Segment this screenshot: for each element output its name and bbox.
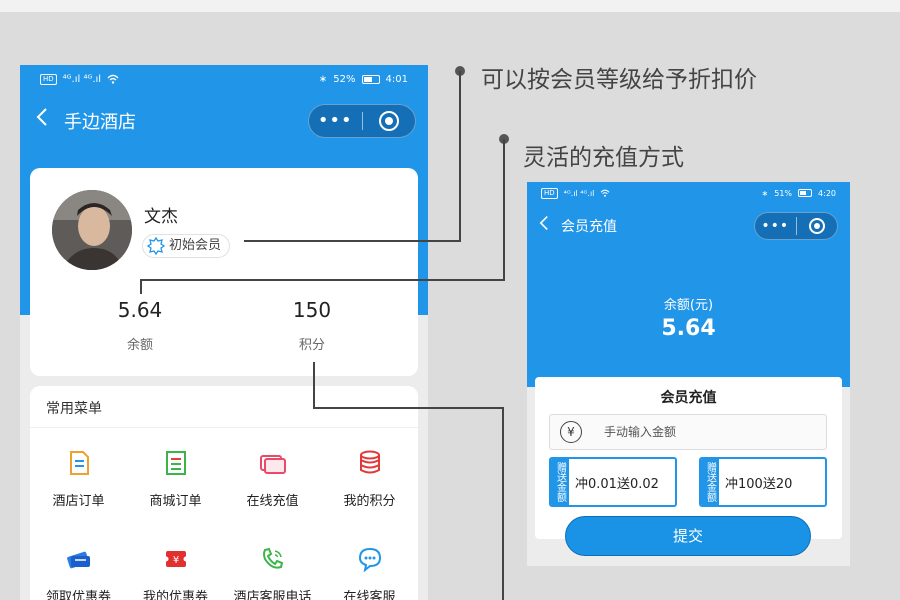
chevron-left-icon[interactable] xyxy=(20,101,64,141)
phone-icon xyxy=(262,547,283,569)
callout-line-3-horizontal xyxy=(313,407,504,409)
mini-program-capsule: ••• xyxy=(308,104,416,138)
wifi-icon xyxy=(107,74,119,84)
menu-divider xyxy=(30,427,418,428)
member-center-screen: HD ⁴ᴳ.ıl ⁴ᴳ.ıl ∗ 52% 4:01 手边酒店 ••• xyxy=(20,65,428,600)
page-title: 手边酒店 xyxy=(64,112,136,133)
callout-line-3-drop xyxy=(502,407,504,600)
plan-label: 冲0.01送0.02 xyxy=(575,476,659,492)
status-time: 4:01 xyxy=(385,73,408,85)
chat-icon xyxy=(358,547,381,572)
more-icon[interactable]: ••• xyxy=(761,218,790,234)
hd-icon: HD xyxy=(541,187,558,199)
recharge-card-icon xyxy=(259,455,286,474)
more-icon[interactable]: ••• xyxy=(317,110,353,131)
menu-item-get-coupon[interactable]: 领取优惠券 xyxy=(30,546,127,600)
hd-icon: HD xyxy=(40,73,57,85)
recharge-title: 会员充值 xyxy=(660,390,717,406)
member-level-label: 初始会员 xyxy=(169,238,222,253)
mall-order-icon xyxy=(165,451,186,475)
target-icon xyxy=(378,111,399,131)
amount-input[interactable] xyxy=(604,425,804,439)
status-time: 4:20 xyxy=(818,188,836,198)
wifi-icon xyxy=(601,189,610,197)
callout-line-2-horizontal xyxy=(140,279,505,281)
balance-value: 5.64 xyxy=(661,316,716,341)
capsule-divider xyxy=(795,217,797,235)
nav-bar: 会员充值 ••• xyxy=(527,208,850,244)
recharge-plan-option[interactable]: 赠送金额 冲0.01送0.02 xyxy=(549,457,677,507)
amount-field: ¥ xyxy=(549,414,827,450)
menu-item-hotel-phone[interactable]: 酒店客服电话 xyxy=(224,546,321,600)
callout-line-1-vertical xyxy=(459,71,461,242)
member-level-badge: 初始会员 xyxy=(142,234,231,258)
recharge-card: 会员充值 ¥ 赠送金额 冲0.01送0.02 赠送金额 冲100送20 xyxy=(535,377,842,539)
member-badge-icon xyxy=(147,237,165,255)
battery-percent: 51% xyxy=(774,188,793,198)
callout-flexible-recharge: 灵活的充值方式 xyxy=(523,145,684,171)
profile-card: 文杰 初始会员 5.64 余额 150 积分 xyxy=(30,168,418,376)
member-recharge-screen: HD ⁴ᴳ.ıl ⁴ᴳ.ıl ∗ 51% 4:20 会员充值 ••• 余额(元)… xyxy=(527,182,850,566)
bonus-tag: 赠送金额 xyxy=(551,459,569,505)
my-coupon-icon: ¥ xyxy=(163,551,188,567)
recharge-plan-option[interactable]: 赠送金额 冲100送20 xyxy=(699,457,827,507)
points-icon xyxy=(359,450,380,474)
mini-program-capsule: ••• xyxy=(754,212,838,240)
callout-member-discount: 可以按会员等级给予折扣价 xyxy=(481,67,757,93)
status-left: HD ⁴ᴳ.ıl ⁴ᴳ.ıl xyxy=(40,73,119,85)
battery-icon xyxy=(798,189,813,197)
capsule-divider xyxy=(361,112,363,130)
menu-item-my-coupon[interactable]: ¥ 我的优惠券 xyxy=(127,546,224,600)
signal-icon: ⁴ᴳ.ıl ⁴ᴳ.ıl xyxy=(62,73,102,85)
submit-button[interactable]: 提交 xyxy=(565,516,811,556)
chevron-left-icon[interactable] xyxy=(527,208,561,244)
plan-label: 冲100送20 xyxy=(725,476,793,492)
get-coupon-icon xyxy=(66,551,90,569)
avatar[interactable] xyxy=(52,190,132,270)
top-strip xyxy=(0,0,900,12)
balance-label: 余额 xyxy=(126,338,153,353)
yen-icon: ¥ xyxy=(560,421,582,443)
menu-item-mall-order[interactable]: 商城订单 xyxy=(127,450,224,509)
status-bar: HD ⁴ᴳ.ıl ⁴ᴳ.ıl ∗ 52% 4:01 xyxy=(20,65,428,93)
svg-text:¥: ¥ xyxy=(172,555,178,566)
callout-line-2-drop xyxy=(140,279,142,294)
menu-item-online-service[interactable]: 在线客服 xyxy=(321,546,418,600)
battery-icon xyxy=(361,74,380,84)
close-mini-program-button[interactable] xyxy=(797,218,838,234)
callout-line-2-vertical xyxy=(503,139,505,281)
points-label: 积分 xyxy=(298,338,325,353)
callout-line-3-vertical xyxy=(313,362,315,409)
menu-item-hotel-order[interactable]: 酒店订单 xyxy=(30,450,127,509)
status-right: ∗ 52% 4:01 xyxy=(319,74,408,85)
bonus-tag: 赠送金额 xyxy=(701,459,719,505)
balance-label: 余额(元) xyxy=(663,298,714,313)
balance-value: 5.64 xyxy=(117,298,163,322)
header-background xyxy=(527,182,850,387)
status-right: ∗ 51% 4:20 xyxy=(762,189,836,198)
bluetooth-icon: ∗ xyxy=(761,188,769,198)
points-stat[interactable]: 150 积分 xyxy=(252,298,372,353)
points-value: 150 xyxy=(292,298,332,322)
menu-item-online-recharge[interactable]: 在线充值 xyxy=(224,450,321,509)
common-menu-card: 常用菜单 酒店订单 商城订单 在线充值 我的积分 领取优惠券 ¥ 我的优惠券 xyxy=(30,386,418,600)
signal-icon: ⁴ᴳ.ıl ⁴ᴳ.ıl xyxy=(563,188,595,198)
status-bar: HD ⁴ᴳ.ıl ⁴ᴳ.ıl ∗ 51% 4:20 xyxy=(527,182,850,204)
balance-stat[interactable]: 5.64 余额 xyxy=(80,298,200,353)
callout-line-1-horizontal xyxy=(244,240,461,242)
menu-title: 常用菜单 xyxy=(46,401,102,417)
status-left: HD ⁴ᴳ.ıl ⁴ᴳ.ıl xyxy=(541,187,610,199)
menu-item-my-points[interactable]: 我的积分 xyxy=(321,450,418,509)
close-mini-program-button[interactable] xyxy=(363,111,416,131)
hotel-order-icon xyxy=(69,451,89,475)
nav-bar: 手边酒店 ••• xyxy=(20,101,428,141)
bluetooth-icon: ∗ xyxy=(318,73,328,85)
username: 文杰 xyxy=(144,207,178,227)
page-title: 会员充值 xyxy=(561,219,617,235)
target-icon xyxy=(808,218,825,234)
battery-percent: 52% xyxy=(333,73,356,85)
